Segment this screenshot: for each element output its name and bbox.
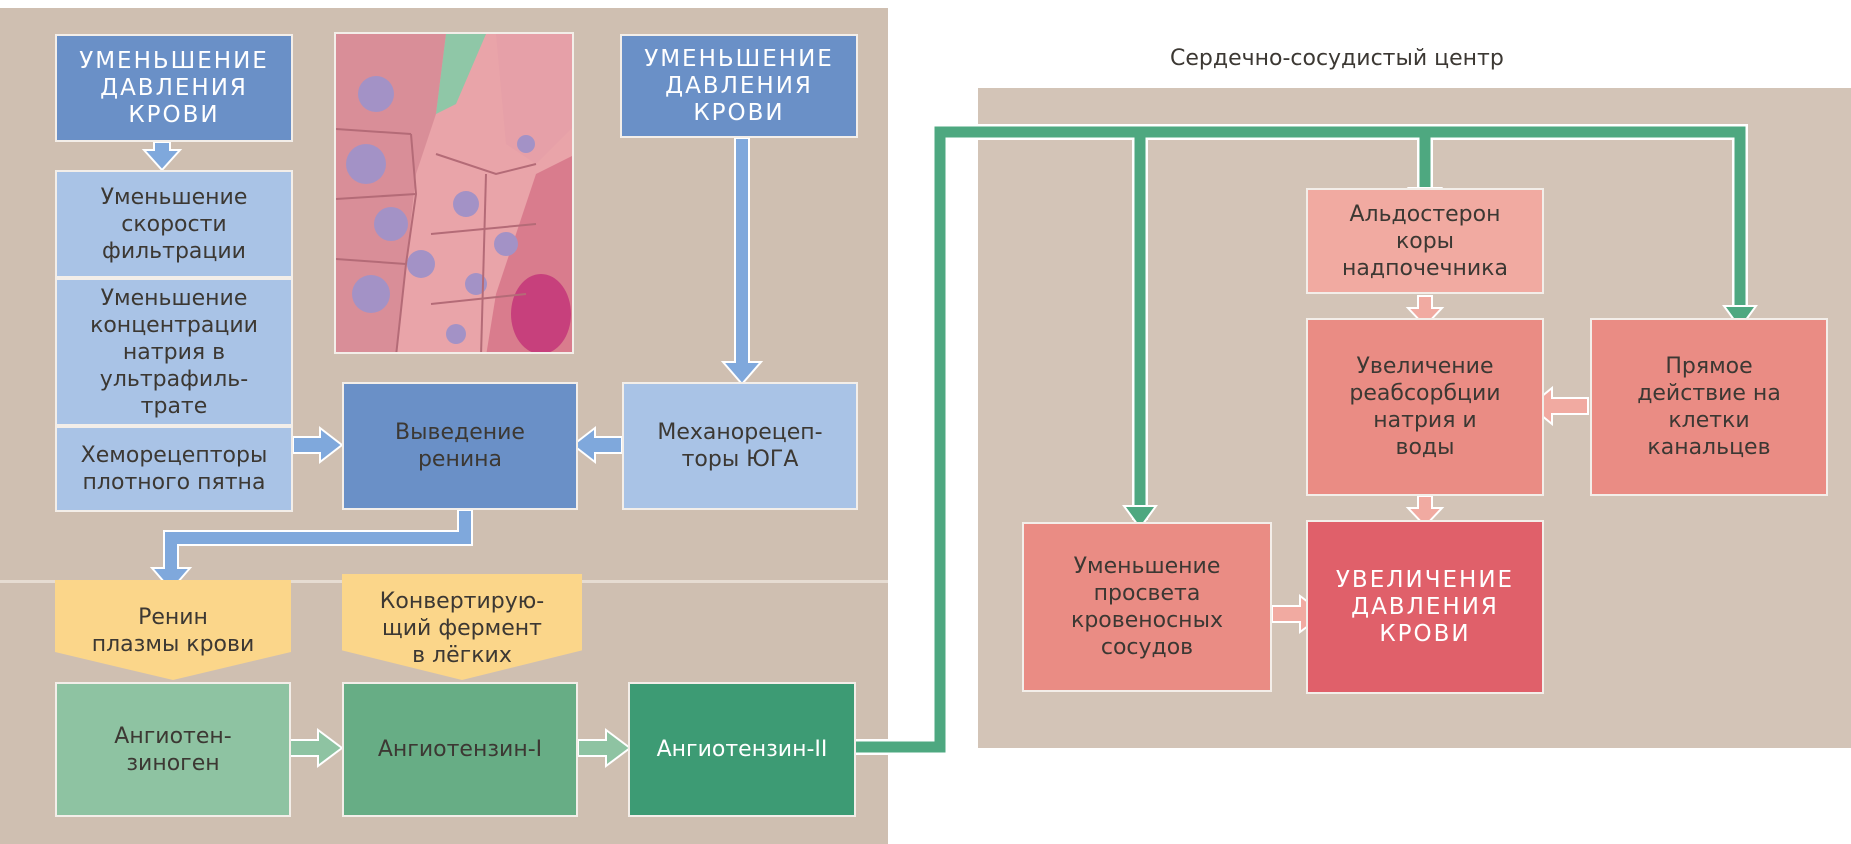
- blue-arrow-chemo: [292, 425, 344, 465]
- diagram-title: Сердечно-сосудистый центр: [1170, 46, 1504, 71]
- angiotensinogen-box: Ангиотен- зиноген: [55, 682, 291, 817]
- filtration-box: Уменьшение скорости фильтрации: [55, 170, 293, 278]
- pink-arrow-aldo-down: [1405, 295, 1445, 328]
- blue-arrow-mechano: [720, 137, 764, 386]
- increase-bp-box: УВЕЛИЧЕНИЕ ДАВЛЕНИЯ КРОВИ: [1306, 520, 1544, 694]
- mechanoreceptors-box: Механорецеп- торы ЮГА: [622, 382, 858, 510]
- green-arrow-a1: [577, 728, 632, 768]
- blue-arrow-down-left: [141, 141, 183, 172]
- renin-release-box: Выведение ренина: [342, 382, 578, 510]
- angiotensin-1-box: Ангиотензин-I: [342, 682, 578, 817]
- vasoconstriction-box: Уменьшение просвета кровеносных сосудов: [1022, 522, 1272, 692]
- aldosterone-box: Альдостерон коры надпочечника: [1306, 188, 1544, 294]
- decrease-bp-box-left: УМЕНЬШЕНИЕ ДАВЛЕНИЯ КРОВИ: [55, 34, 293, 142]
- direct-action-box: Прямое действие на клетки канальцев: [1590, 318, 1828, 496]
- green-arrowhead-vaso: [1122, 505, 1158, 530]
- blue-arrow-mechano-left: [571, 425, 623, 465]
- green-arrow-agen: [289, 728, 344, 768]
- pink-arrow-reab-down: [1405, 495, 1445, 528]
- reabsorption-box: Увеличение реабсорбции натрия и воды: [1306, 318, 1544, 496]
- chemoreceptors-box: Хеморецепторы плотного пятна: [55, 426, 293, 512]
- green-arrow-main: [855, 126, 1746, 753]
- blue-arrow-renin-down: [149, 509, 473, 592]
- angiotensin-2-box: Ангиотензин-II: [628, 682, 856, 817]
- sodium-box: Уменьшение концентрации натрия в ультраф…: [55, 278, 293, 426]
- tissue-illustration: [334, 32, 574, 354]
- decrease-bp-box-right: УМЕНЬШЕНИЕ ДАВЛЕНИЯ КРОВИ: [620, 34, 858, 138]
- green-arrowhead-direct: [1722, 305, 1758, 330]
